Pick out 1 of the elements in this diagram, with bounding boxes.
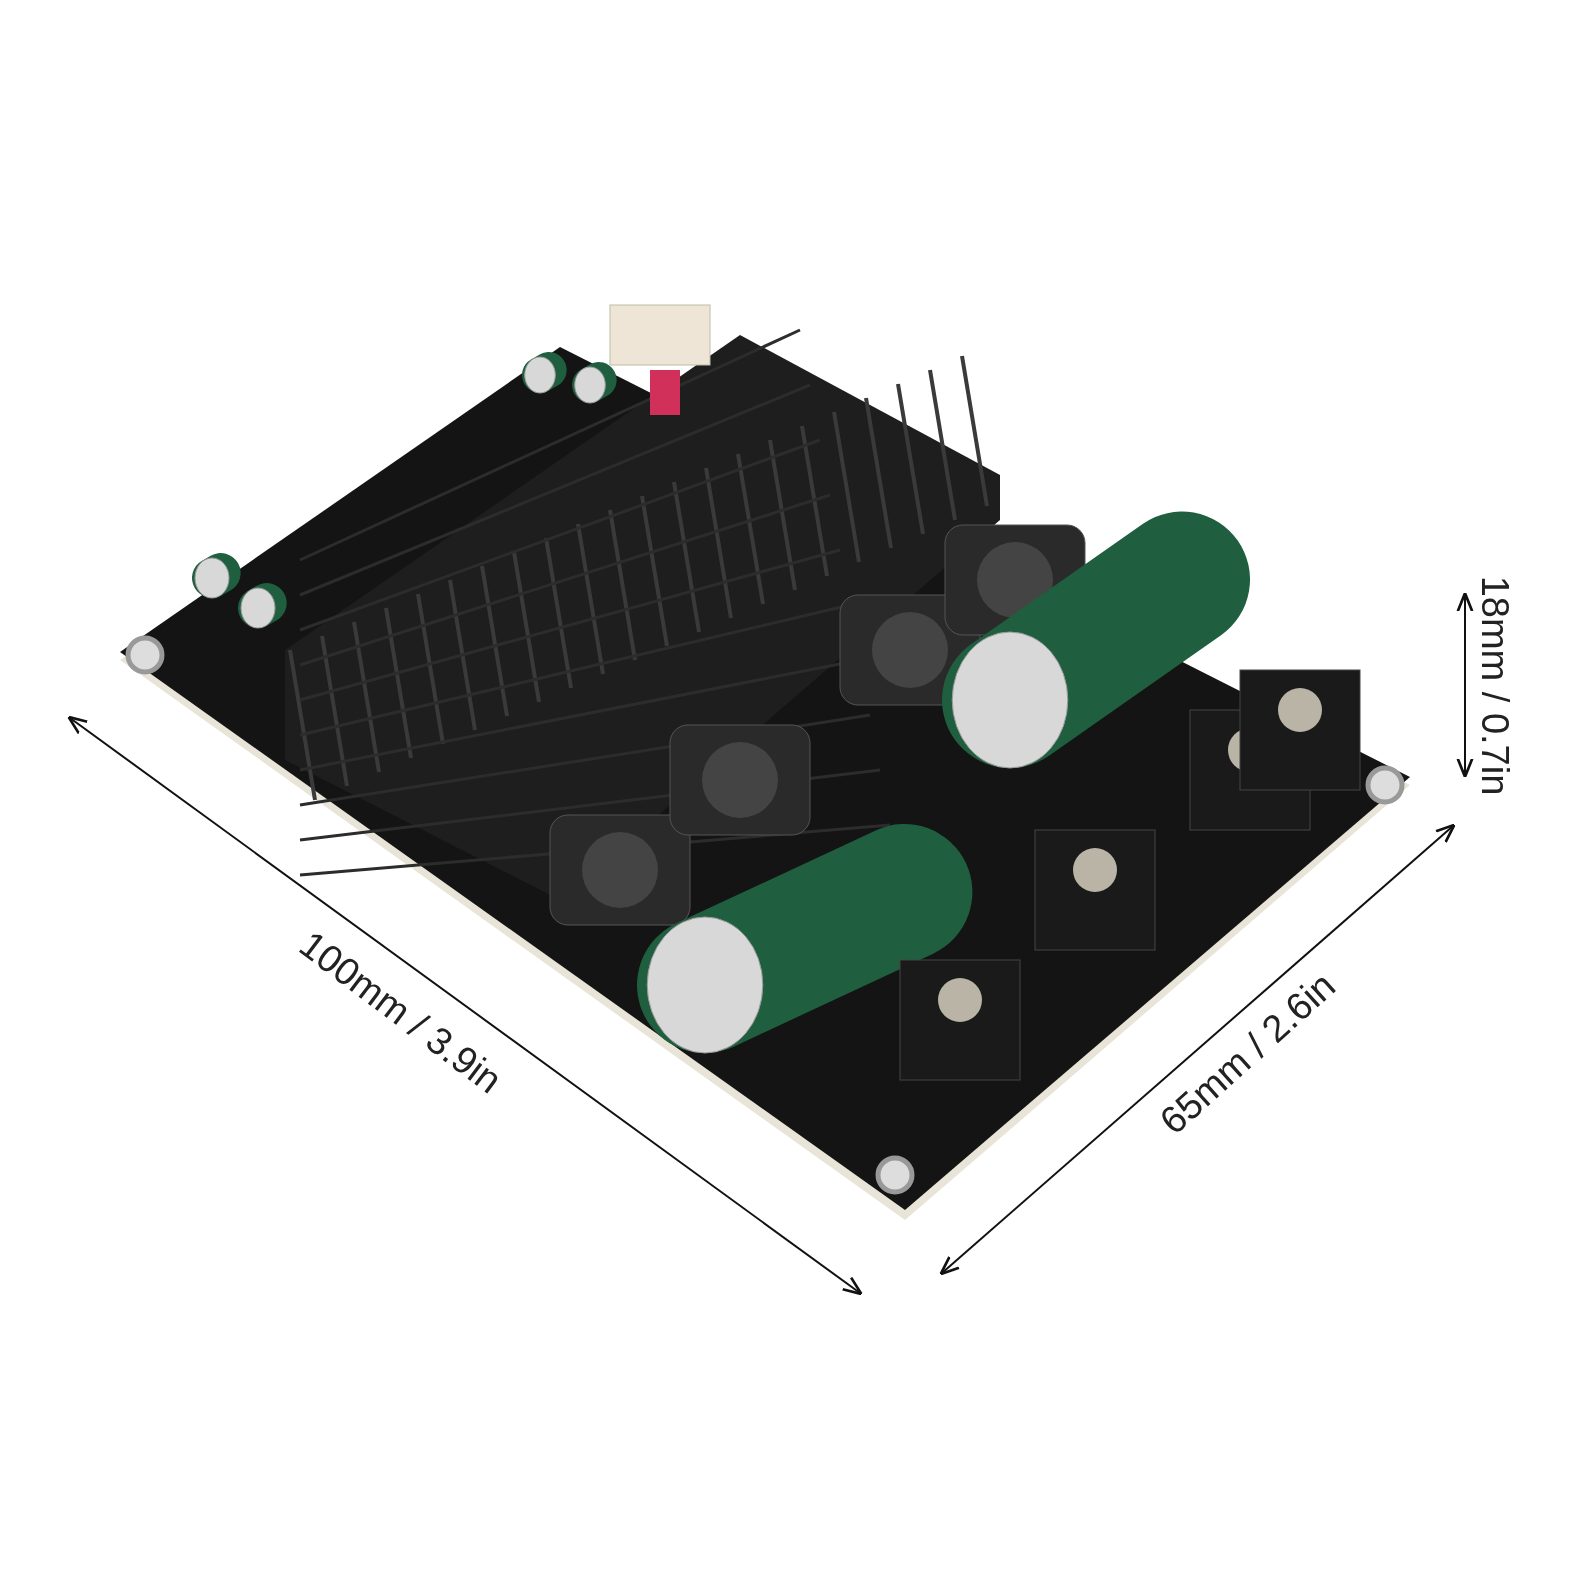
dimension-label: 18mm / 0.7in: [1473, 575, 1517, 795]
